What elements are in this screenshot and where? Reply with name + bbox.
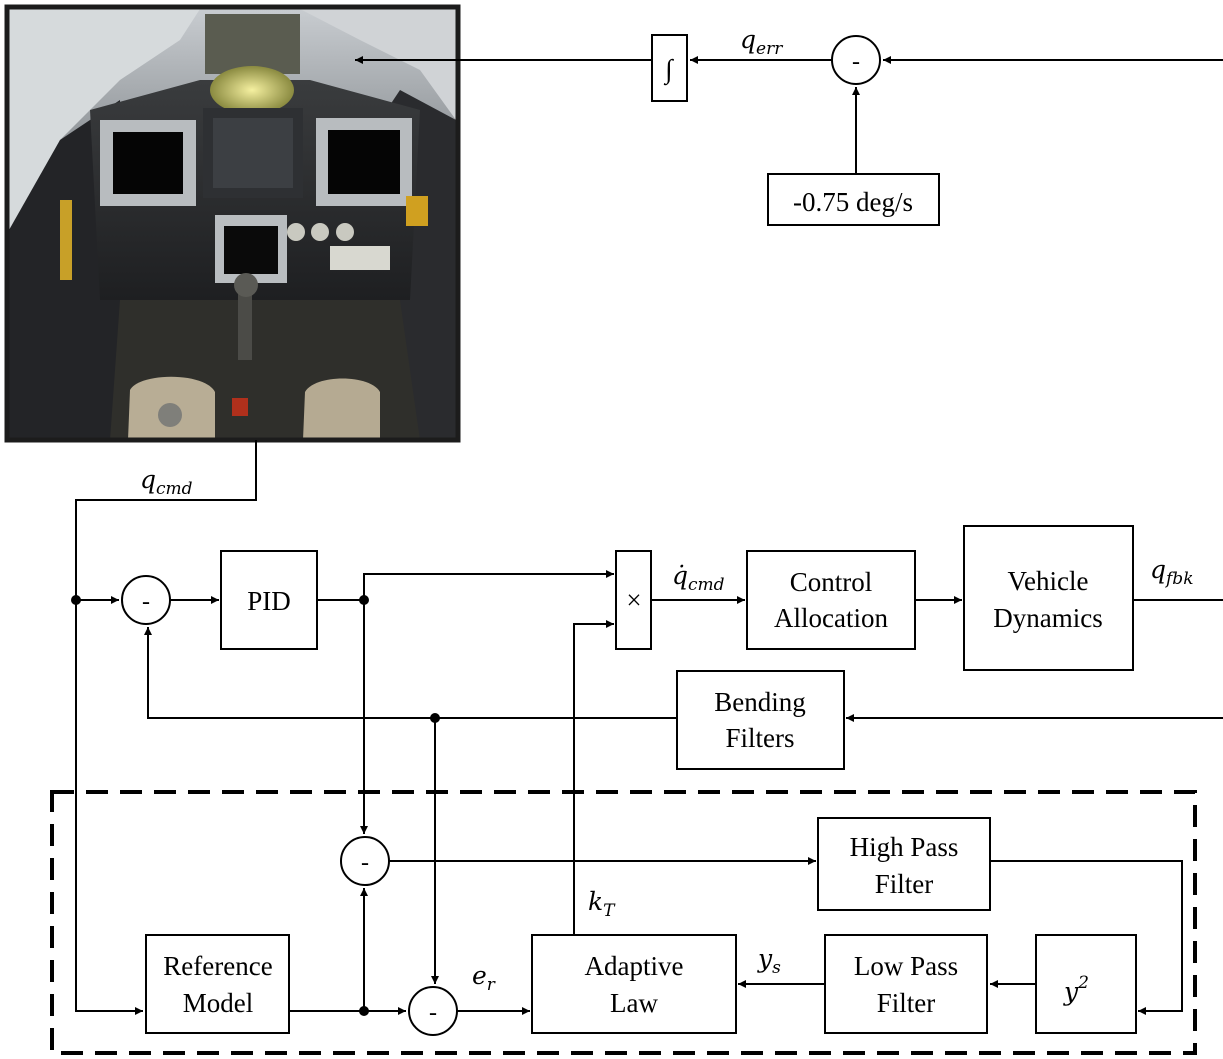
signal-q-cmd: qcmd xyxy=(140,465,193,499)
adaptive-law-line1: Adaptive xyxy=(585,951,684,981)
multiply-block: × xyxy=(616,551,651,649)
pid-summing-junction: - xyxy=(122,576,170,624)
reference-model-line1: Reference xyxy=(163,951,272,981)
control-allocation-line1: Control xyxy=(790,567,873,597)
signal-k-T: kT xyxy=(588,887,616,921)
rate-constant-label: -0.75 deg/s xyxy=(793,187,913,217)
vehicle-dynamics-line1: Vehicle xyxy=(1008,566,1089,596)
signal-e-r: er xyxy=(472,961,496,995)
top-summing-junction: - xyxy=(832,36,880,84)
integrator-symbol: ∫ xyxy=(663,54,674,86)
reference-model-line2: Model xyxy=(183,988,254,1018)
control-allocation-line2: Allocation xyxy=(774,603,888,633)
error-sum-sign: - xyxy=(361,850,369,876)
vehicle-dynamics-line2: Dynamics xyxy=(993,603,1102,633)
vehicle-dynamics-block: Vehicle Dynamics xyxy=(964,526,1133,670)
wire-qcmd xyxy=(76,440,256,1011)
signal-y-s: ys xyxy=(757,944,781,978)
low-pass-filter-line2: Filter xyxy=(877,988,936,1018)
top-sum-sign: - xyxy=(852,49,860,75)
low-pass-filter-block: Low Pass Filter xyxy=(825,935,987,1033)
pid-block: PID xyxy=(221,551,317,649)
high-pass-filter-line1: High Pass xyxy=(850,832,959,862)
signal-q-fbk: qfbk xyxy=(1150,555,1194,589)
integrator-block: ∫ xyxy=(652,35,687,101)
bending-filters-line2: Filters xyxy=(725,723,794,753)
cockpit-photo xyxy=(7,7,458,440)
control-allocation-block: Control Allocation xyxy=(747,551,915,649)
signal-qdot-cmd: q̇cmd xyxy=(672,561,725,595)
rate-constant-block: -0.75 deg/s xyxy=(768,174,939,225)
er-summing-junction: - xyxy=(409,987,457,1035)
multiply-symbol: × xyxy=(626,585,641,615)
error-summing-junction: - xyxy=(341,837,389,885)
reference-model-block: Reference Model xyxy=(146,935,289,1033)
bending-filters-block: Bending Filters xyxy=(677,671,844,769)
er-sum-sign: - xyxy=(429,1000,437,1026)
high-pass-filter-line2: Filter xyxy=(875,869,934,899)
signal-q-err: qerr xyxy=(740,25,783,59)
square-block: y2 xyxy=(1036,935,1136,1033)
low-pass-filter-line1: Low Pass xyxy=(854,951,958,981)
wire-pid-to-multiply xyxy=(364,574,614,600)
pid-label: PID xyxy=(247,586,291,616)
high-pass-filter-block: High Pass Filter xyxy=(818,818,990,910)
bending-filters-line1: Bending xyxy=(714,687,806,717)
pid-sum-sign: - xyxy=(142,589,150,615)
adaptive-law-line2: Law xyxy=(610,988,658,1018)
adaptive-law-block: Adaptive Law xyxy=(532,935,736,1033)
